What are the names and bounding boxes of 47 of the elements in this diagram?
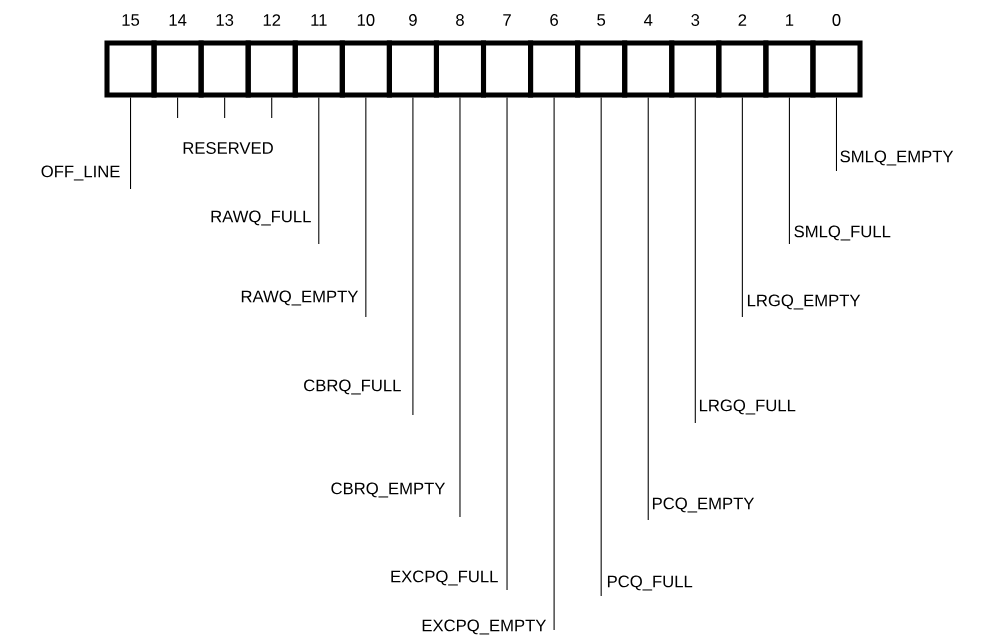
field-label: SMLQ_EMPTY [840, 150, 954, 166]
bit-number: 1 [786, 14, 794, 26]
register-bit-cell [810, 40, 863, 98]
bit-number: 14 [169, 14, 187, 26]
leader-line [600, 97, 602, 597]
bit-number: 3 [691, 14, 700, 26]
field-label: RAWQ_FULL [211, 210, 311, 226]
field-label: OFF_LINE [41, 165, 120, 181]
leader-line [177, 97, 179, 119]
bit-number: 13 [216, 14, 234, 26]
leader-line [506, 97, 508, 591]
field-label: SMLQ_FULL [794, 225, 891, 241]
leader-line [318, 97, 320, 245]
leader-line [647, 97, 649, 521]
bit-number: 11 [311, 14, 327, 26]
bit-number: 5 [597, 14, 606, 26]
bit-number: 15 [122, 14, 140, 26]
field-label: LRGQ_EMPTY [747, 294, 861, 310]
field-label: CBRQ_FULL [304, 379, 401, 395]
leader-line [224, 97, 226, 119]
leader-line [553, 97, 555, 631]
field-label: PCQ_EMPTY [652, 497, 755, 513]
leader-line [412, 97, 414, 416]
bit-number: 9 [409, 14, 417, 26]
field-label: CBRQ_EMPTY [331, 482, 446, 498]
field-label: PCQ_FULL [607, 575, 693, 591]
field-label: RESERVED [183, 142, 273, 154]
bit-number: 10 [357, 14, 375, 26]
leader-line [741, 97, 743, 318]
leader-line [365, 97, 367, 318]
bit-number: 2 [738, 14, 747, 26]
bit-number: 12 [263, 14, 281, 26]
bit-number: 8 [456, 14, 464, 26]
bit-number: 0 [832, 14, 841, 26]
leader-line [271, 97, 273, 119]
field-label: EXCPQ_EMPTY [422, 619, 547, 635]
field-label: RAWQ_EMPTY [241, 290, 359, 306]
leader-line [130, 97, 132, 190]
leader-line [835, 97, 837, 172]
field-label: EXCPQ_FULL [391, 570, 498, 586]
leader-line [788, 97, 790, 245]
bit-number: 7 [503, 14, 511, 26]
leader-line [459, 97, 461, 518]
bit-number: 6 [550, 14, 558, 26]
bit-number: 4 [643, 14, 653, 26]
leader-line [694, 97, 696, 424]
field-label: LRGQ_FULL [699, 399, 796, 415]
